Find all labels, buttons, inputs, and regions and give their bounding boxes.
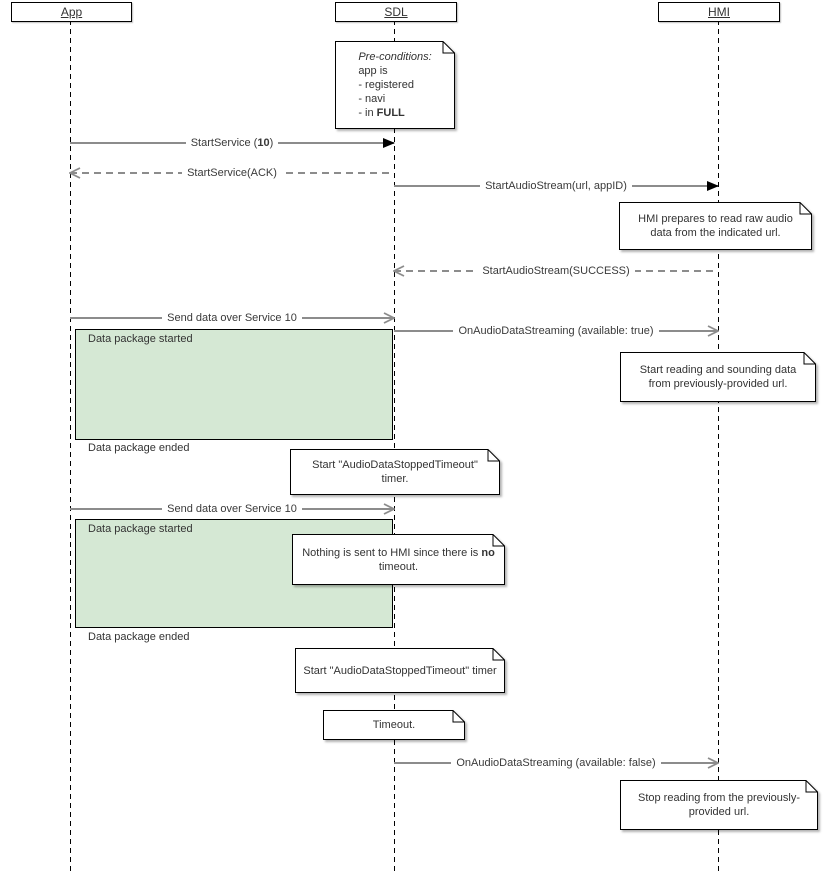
open-arrowhead-icon [707, 325, 719, 337]
note-text: Start reading and sounding data from pre… [639, 364, 797, 390]
actor-box-sdl: SDL [335, 2, 457, 22]
open-arrowhead-icon [69, 167, 81, 179]
message-label: StartService (10) [185, 137, 279, 149]
message-send-data-1: Send data over Service 10 [70, 311, 395, 325]
message-label: OnAudioDataStreaming (available: true) [453, 325, 659, 337]
message-label: Send data over Service 10 [162, 503, 302, 515]
message-label: Send data over Service 10 [162, 312, 302, 324]
message-label: StartAudioStream(url, appID) [480, 180, 632, 192]
note-nothing-sent: Nothing is sent to HMI since there is no… [292, 534, 505, 585]
note-text: Nothing is sent to HMI since there is no… [302, 546, 495, 573]
data-package-started-label: Data package started [88, 333, 193, 345]
message-start-audio-stream-success: StartAudioStream(SUCCESS) [393, 264, 718, 278]
message-label: OnAudioDataStreaming (available: false) [451, 757, 661, 769]
open-arrowhead-icon [383, 312, 395, 324]
open-arrowhead-icon [393, 265, 405, 277]
actor-label: HMI [708, 5, 730, 19]
message-start-service-ack: StartService(ACK) [69, 166, 394, 180]
note-timeout: Timeout. [323, 710, 465, 740]
lifeline-hmi [718, 20, 719, 872]
note-start-reading: Start reading and sounding data from pre… [620, 352, 816, 402]
note-text: Timeout. [372, 719, 416, 731]
note-fold-icon [620, 352, 816, 402]
data-package-ended-label: Data package ended [88, 442, 190, 454]
actor-box-app: App [11, 2, 132, 22]
note-fold-icon [295, 648, 505, 693]
data-package-ended-label: Data package ended [88, 631, 190, 643]
message-start-service: StartService (10) [70, 136, 395, 150]
note-text: HMI prepares to read raw audio data from… [638, 213, 793, 239]
note-fold-icon [290, 449, 500, 495]
message-label: StartService(ACK) [182, 167, 282, 179]
open-arrowhead-icon [707, 757, 719, 769]
actor-box-hmi: HMI [658, 2, 780, 22]
note-fold-icon [323, 710, 465, 740]
note-fold-icon [620, 780, 818, 830]
message-start-audio-stream: StartAudioStream(url, appID) [394, 179, 719, 193]
note-stop-reading: Stop reading from the previously-provide… [620, 780, 818, 830]
data-package-started-label: Data package started [88, 523, 193, 535]
note-text: Pre-conditions: app is - registered - na… [358, 51, 432, 119]
message-label: StartAudioStream(SUCCESS) [477, 265, 635, 277]
filled-arrowhead-icon [383, 138, 395, 148]
actor-label: App [60, 5, 83, 19]
lifeline-sdl [394, 20, 395, 872]
note-fold-icon [619, 202, 812, 250]
filled-arrowhead-icon [707, 181, 719, 191]
message-on-audio-streaming-false: OnAudioDataStreaming (available: false) [394, 756, 719, 770]
note-hmi-prepares: HMI prepares to read raw audio data from… [619, 202, 812, 250]
note-fold-icon [292, 534, 505, 585]
note-fold-icon [335, 41, 455, 129]
note-preconditions: Pre-conditions: app is - registered - na… [335, 41, 455, 129]
open-arrowhead-icon [383, 503, 395, 515]
note-text: Stop reading from the previously-provide… [637, 792, 801, 818]
note-text: Start "AudioDataStoppedTimeout" timer. [312, 459, 478, 485]
note-timer-first: Start "AudioDataStoppedTimeout" timer. [290, 449, 500, 495]
message-send-data-2: Send data over Service 10 [70, 502, 395, 516]
lifeline-app [70, 20, 71, 872]
note-text: Start "AudioDataStoppedTimeout" timer [303, 664, 497, 677]
activation-data-package-1: Data package started [75, 329, 393, 440]
message-on-audio-streaming-true: OnAudioDataStreaming (available: true) [394, 324, 719, 338]
note-timer-second: Start "AudioDataStoppedTimeout" timer [295, 648, 505, 693]
actor-label: SDL [384, 5, 408, 19]
